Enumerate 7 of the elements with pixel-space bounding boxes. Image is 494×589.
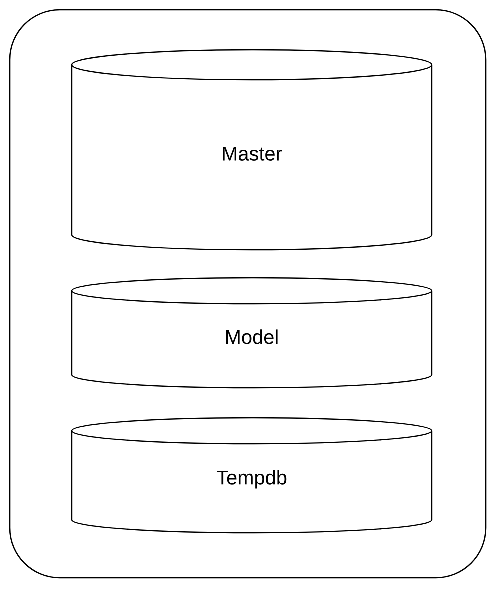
node-label: Master <box>223 147 282 161</box>
database-cylinder: Master <box>71 49 433 251</box>
node-label: Model <box>226 330 278 344</box>
container-box <box>9 9 487 579</box>
database-cylinder: Tempdb <box>71 417 433 534</box>
node-label: Tempdb <box>217 470 287 489</box>
database-cylinder: Model <box>71 277 433 389</box>
